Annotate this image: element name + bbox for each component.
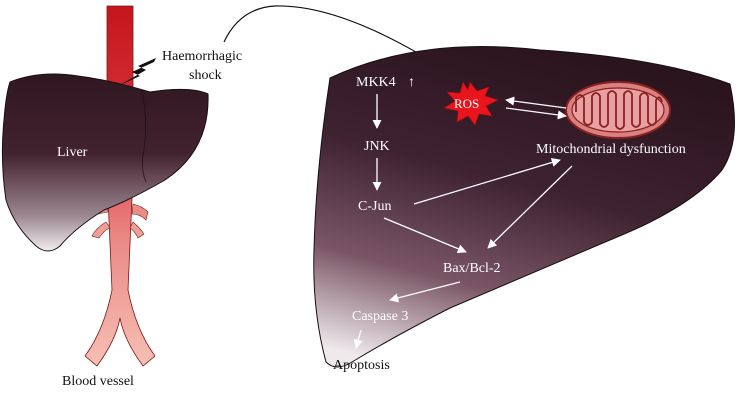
bax-to-caspase-arrow [389, 281, 461, 303]
caspase-to-apoptosis-arrow [353, 329, 363, 349]
haemorrhagic-shock-label-line1: Haemorrhagic [162, 49, 242, 64]
lightning-bolt-icon [118, 58, 156, 86]
haemorrhagic-shock-label-line2: shock [189, 68, 222, 83]
ros-label: ROS [454, 96, 479, 111]
jnk-label: JNK [364, 139, 390, 154]
small-liver [1, 73, 209, 252]
mkk4-label: MKK4 [356, 75, 396, 90]
ros-starburst-icon [443, 81, 499, 126]
apoptosis-label: Apoptosis [333, 358, 390, 373]
caspase3-label: Caspase 3 [352, 309, 408, 324]
shock-to-ros-arrow [223, 5, 471, 87]
bax-bcl2-label: Bax/Bcl-2 [443, 261, 501, 276]
mito-dysfunction-label: Mitochondrial dysfunction [536, 142, 686, 157]
ros-to-mito-arrow [505, 96, 567, 109]
cjun-to-mito-arrow [413, 158, 561, 205]
mitochondrion-icon [565, 81, 671, 139]
mkk4-up-arrow-icon: ↑ [408, 75, 415, 90]
cjun-label: C-Jun [358, 199, 391, 214]
mito-to-ros-arrow [505, 107, 567, 120]
mito-to-bax-arrow [487, 165, 573, 249]
cjun-to-bax-arrow [383, 217, 467, 254]
liver-label: Liver [57, 145, 88, 160]
blood-vessel-label: Blood vessel [62, 374, 134, 389]
